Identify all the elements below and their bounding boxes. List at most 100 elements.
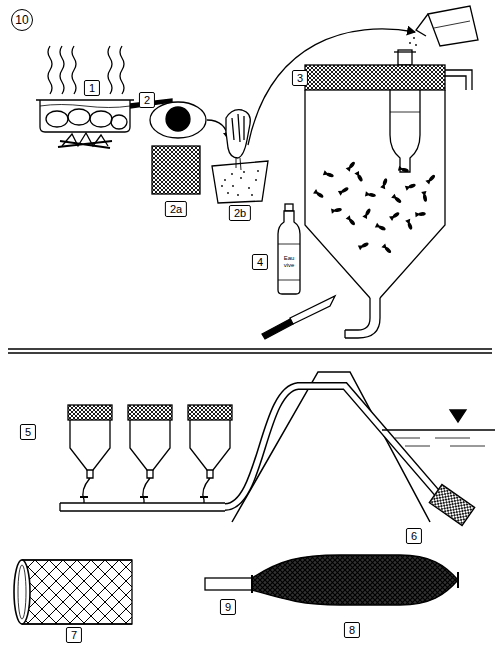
hatchery-setup-part-part <box>188 405 232 420</box>
panel-sieving-part-part <box>231 173 233 175</box>
hatchery-setup-part <box>429 485 474 526</box>
hatchery-setup-part <box>382 429 495 430</box>
panel-sieving-part-part <box>221 185 223 187</box>
incubator-jar-part <box>345 298 380 338</box>
nets-part <box>252 572 458 593</box>
panel-sieving-part-part <box>257 170 259 172</box>
panel-sieving-part-part <box>224 179 226 181</box>
panel-sieving-part-part <box>251 194 253 196</box>
nets <box>14 555 458 624</box>
panel-cooking-part <box>46 111 68 127</box>
incubator-jar-part-part <box>339 187 349 194</box>
hatchery-setup-part-part <box>130 420 170 470</box>
panel-cooking-part <box>111 115 127 129</box>
incubator-jar-part-part <box>422 192 427 202</box>
hatchery-setup-part-part <box>128 405 172 420</box>
hatchery-setup-part <box>395 438 485 446</box>
bottle-and-knife-part <box>278 244 300 280</box>
callout-number: 1 <box>84 80 100 96</box>
panel-cooking-part <box>68 109 90 125</box>
callout-number: 6 <box>406 528 422 544</box>
panel-sieving-part <box>212 161 268 203</box>
panel-cooking-part <box>72 46 76 94</box>
panel-sieving-part-part <box>248 187 250 189</box>
incubator-jar-part-part <box>347 216 355 225</box>
incubator-jar-part-part <box>376 224 386 231</box>
hatchery-setup-part-part <box>80 496 208 498</box>
hatchery-setup <box>60 372 495 525</box>
hatchery-setup-part <box>225 386 438 507</box>
panel-sieving-part <box>152 146 200 194</box>
bottle-and-knife-part <box>262 319 293 339</box>
callout-number: 7 <box>66 627 82 643</box>
hatchery-setup-part <box>450 410 466 422</box>
nets-part <box>22 560 132 624</box>
incubator-jar-part-part <box>399 167 409 172</box>
bottle-and-knife <box>262 204 335 339</box>
hatchery-setup-part-part <box>60 503 225 511</box>
incubator-jar-part <box>416 14 428 36</box>
hatchery-setup-part-part <box>70 420 110 470</box>
panel-cooking-part <box>48 46 52 94</box>
hatchery-setup-part-part <box>143 470 153 503</box>
nets-part <box>18 565 26 619</box>
incubator-jar-part <box>390 112 420 113</box>
panel-sieving-part-part <box>232 185 234 187</box>
incubator-jar-part-part <box>392 195 401 203</box>
callout-number: 4 <box>252 254 268 270</box>
incubator-jar-part-part <box>314 190 323 198</box>
incubator-jar-part-part <box>364 208 371 218</box>
divider-part <box>8 349 492 353</box>
panel-sieving-part <box>236 158 241 170</box>
panel-cooking-part <box>60 46 64 94</box>
callout-number: 2b <box>229 205 251 221</box>
panel-cooking-part <box>108 46 112 94</box>
panel-sieving-part <box>166 107 190 131</box>
nets-part <box>205 578 253 590</box>
panel-sieving-part <box>226 110 250 158</box>
panel-cooking-part <box>90 111 112 127</box>
hatchery-setup-part-part <box>190 420 230 470</box>
incubator-jar-part-part <box>415 44 417 46</box>
incubator-jar-part-part <box>366 192 376 197</box>
hatchery-setup-part <box>225 386 438 507</box>
incubator-jar-part-part <box>383 245 392 254</box>
nets-part <box>14 560 30 624</box>
callout-number: 3 <box>292 70 308 86</box>
callout-number: 8 <box>344 622 360 638</box>
incubator-jar-part-part <box>416 212 425 216</box>
incubator-jar-part <box>428 6 478 46</box>
incubator-jar-part-part <box>324 171 334 177</box>
panel-sieving-part-part <box>240 177 242 179</box>
incubator-jar-part-part <box>427 175 436 184</box>
incubator-jar-part <box>394 51 416 52</box>
incubator-jar-part-part <box>406 220 412 230</box>
divider <box>8 349 492 353</box>
incubator-jar-part <box>305 65 445 90</box>
panel-sieving-part <box>150 102 206 138</box>
incubator-jar-part <box>344 330 345 338</box>
callout-number: 9 <box>220 599 236 615</box>
incubator-jar-part-part <box>413 37 415 39</box>
incubator-jar-part-part <box>390 212 399 220</box>
panel-cooking-part <box>120 46 124 94</box>
bottle-label: Eau vive <box>282 255 296 269</box>
hatchery-setup-part <box>60 405 232 511</box>
incubator-jar-part-part <box>409 42 411 44</box>
panel-cooking-part <box>40 100 130 132</box>
callout-number: 5 <box>20 424 36 440</box>
incubator-jar-part <box>390 90 420 172</box>
incubator-jar-part-part <box>381 178 387 188</box>
panel-cooking <box>36 46 172 148</box>
panel-sieving <box>150 29 415 203</box>
incubator-jar-part-part <box>406 183 416 189</box>
hatchery-setup-part-part <box>68 405 112 420</box>
incubator-jar-part <box>314 162 435 254</box>
panel-sieving-part <box>232 114 244 142</box>
incubator-jar-part-part <box>347 162 355 171</box>
hatchery-setup-part-part <box>83 470 93 503</box>
nets-part <box>22 560 132 624</box>
bottle-and-knife-part <box>285 204 293 211</box>
